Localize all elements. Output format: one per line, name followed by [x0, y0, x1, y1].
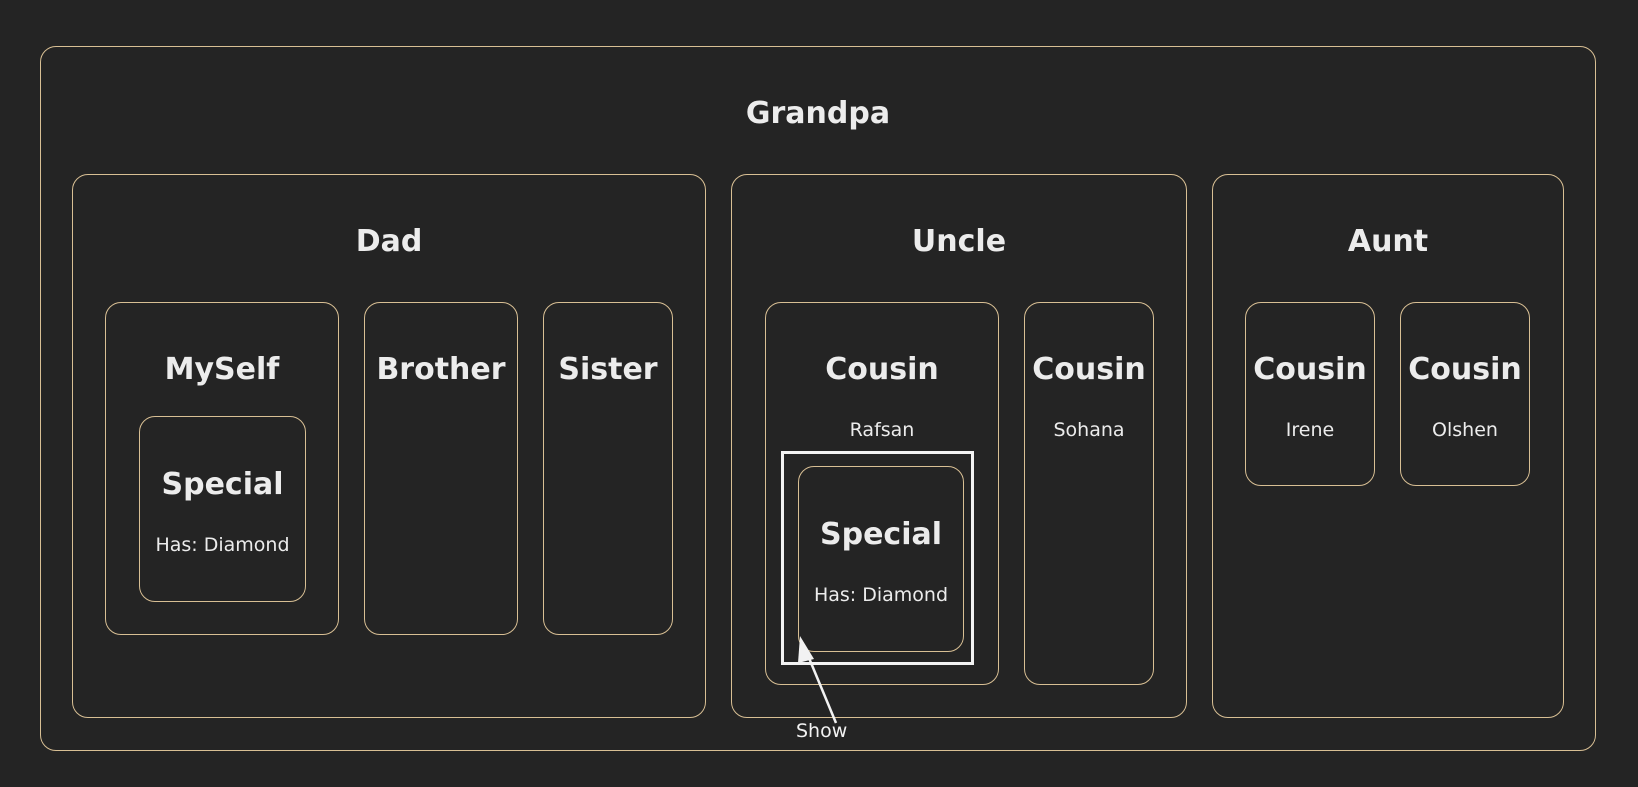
myself-special-has: Has: Diamond	[155, 534, 290, 556]
sister-title: Sister	[558, 352, 658, 387]
uncle-cousin-rafsan-container: Cousin Rafsan	[765, 302, 999, 685]
myself-title: MySelf	[164, 352, 280, 387]
dad-title: Dad	[355, 224, 423, 259]
uncle-cousin-special-has: Has: Diamond	[813, 584, 949, 606]
aunt-cousin-olshen-title: Cousin	[1408, 352, 1522, 387]
grandpa-title: Grandpa	[745, 96, 891, 131]
uncle-title: Uncle	[911, 224, 1007, 259]
uncle-cousin-rafsan-title: Cousin	[825, 352, 939, 387]
aunt-cousin-olshen-name: Olshen	[1432, 419, 1498, 441]
aunt-container: Aunt	[1212, 174, 1564, 718]
uncle-cousin-rafsan-name: Rafsan	[849, 419, 915, 441]
uncle-container: Uncle	[731, 174, 1187, 718]
highlight-frame	[781, 451, 974, 665]
grandpa-container: Grandpa	[40, 46, 1596, 751]
aunt-cousin-olshen-container: Cousin Olshen	[1400, 302, 1530, 486]
uncle-cousin-special-container: Special Has: Diamond	[798, 466, 964, 652]
aunt-cousin-irene-container: Cousin Irene	[1245, 302, 1375, 486]
uncle-cousin-special-title: Special	[819, 517, 943, 552]
aunt-title: Aunt	[1347, 224, 1429, 259]
brother-container: Brother	[364, 302, 518, 635]
annotation-label: Show	[796, 720, 848, 742]
brother-title: Brother	[376, 352, 506, 387]
myself-container: MySelf	[105, 302, 339, 635]
uncle-cousin-sohana-name: Sohana	[1053, 419, 1125, 441]
uncle-cousin-sohana-title: Cousin	[1032, 352, 1146, 387]
myself-special-container: Special Has: Diamond	[139, 416, 306, 602]
uncle-cousin-sohana-container: Cousin Sohana	[1024, 302, 1154, 685]
myself-special-title: Special	[161, 467, 284, 502]
aunt-cousin-irene-name: Irene	[1285, 419, 1335, 441]
aunt-cousin-irene-title: Cousin	[1253, 352, 1367, 387]
dad-container: Dad	[72, 174, 706, 718]
sister-container: Sister	[543, 302, 673, 635]
